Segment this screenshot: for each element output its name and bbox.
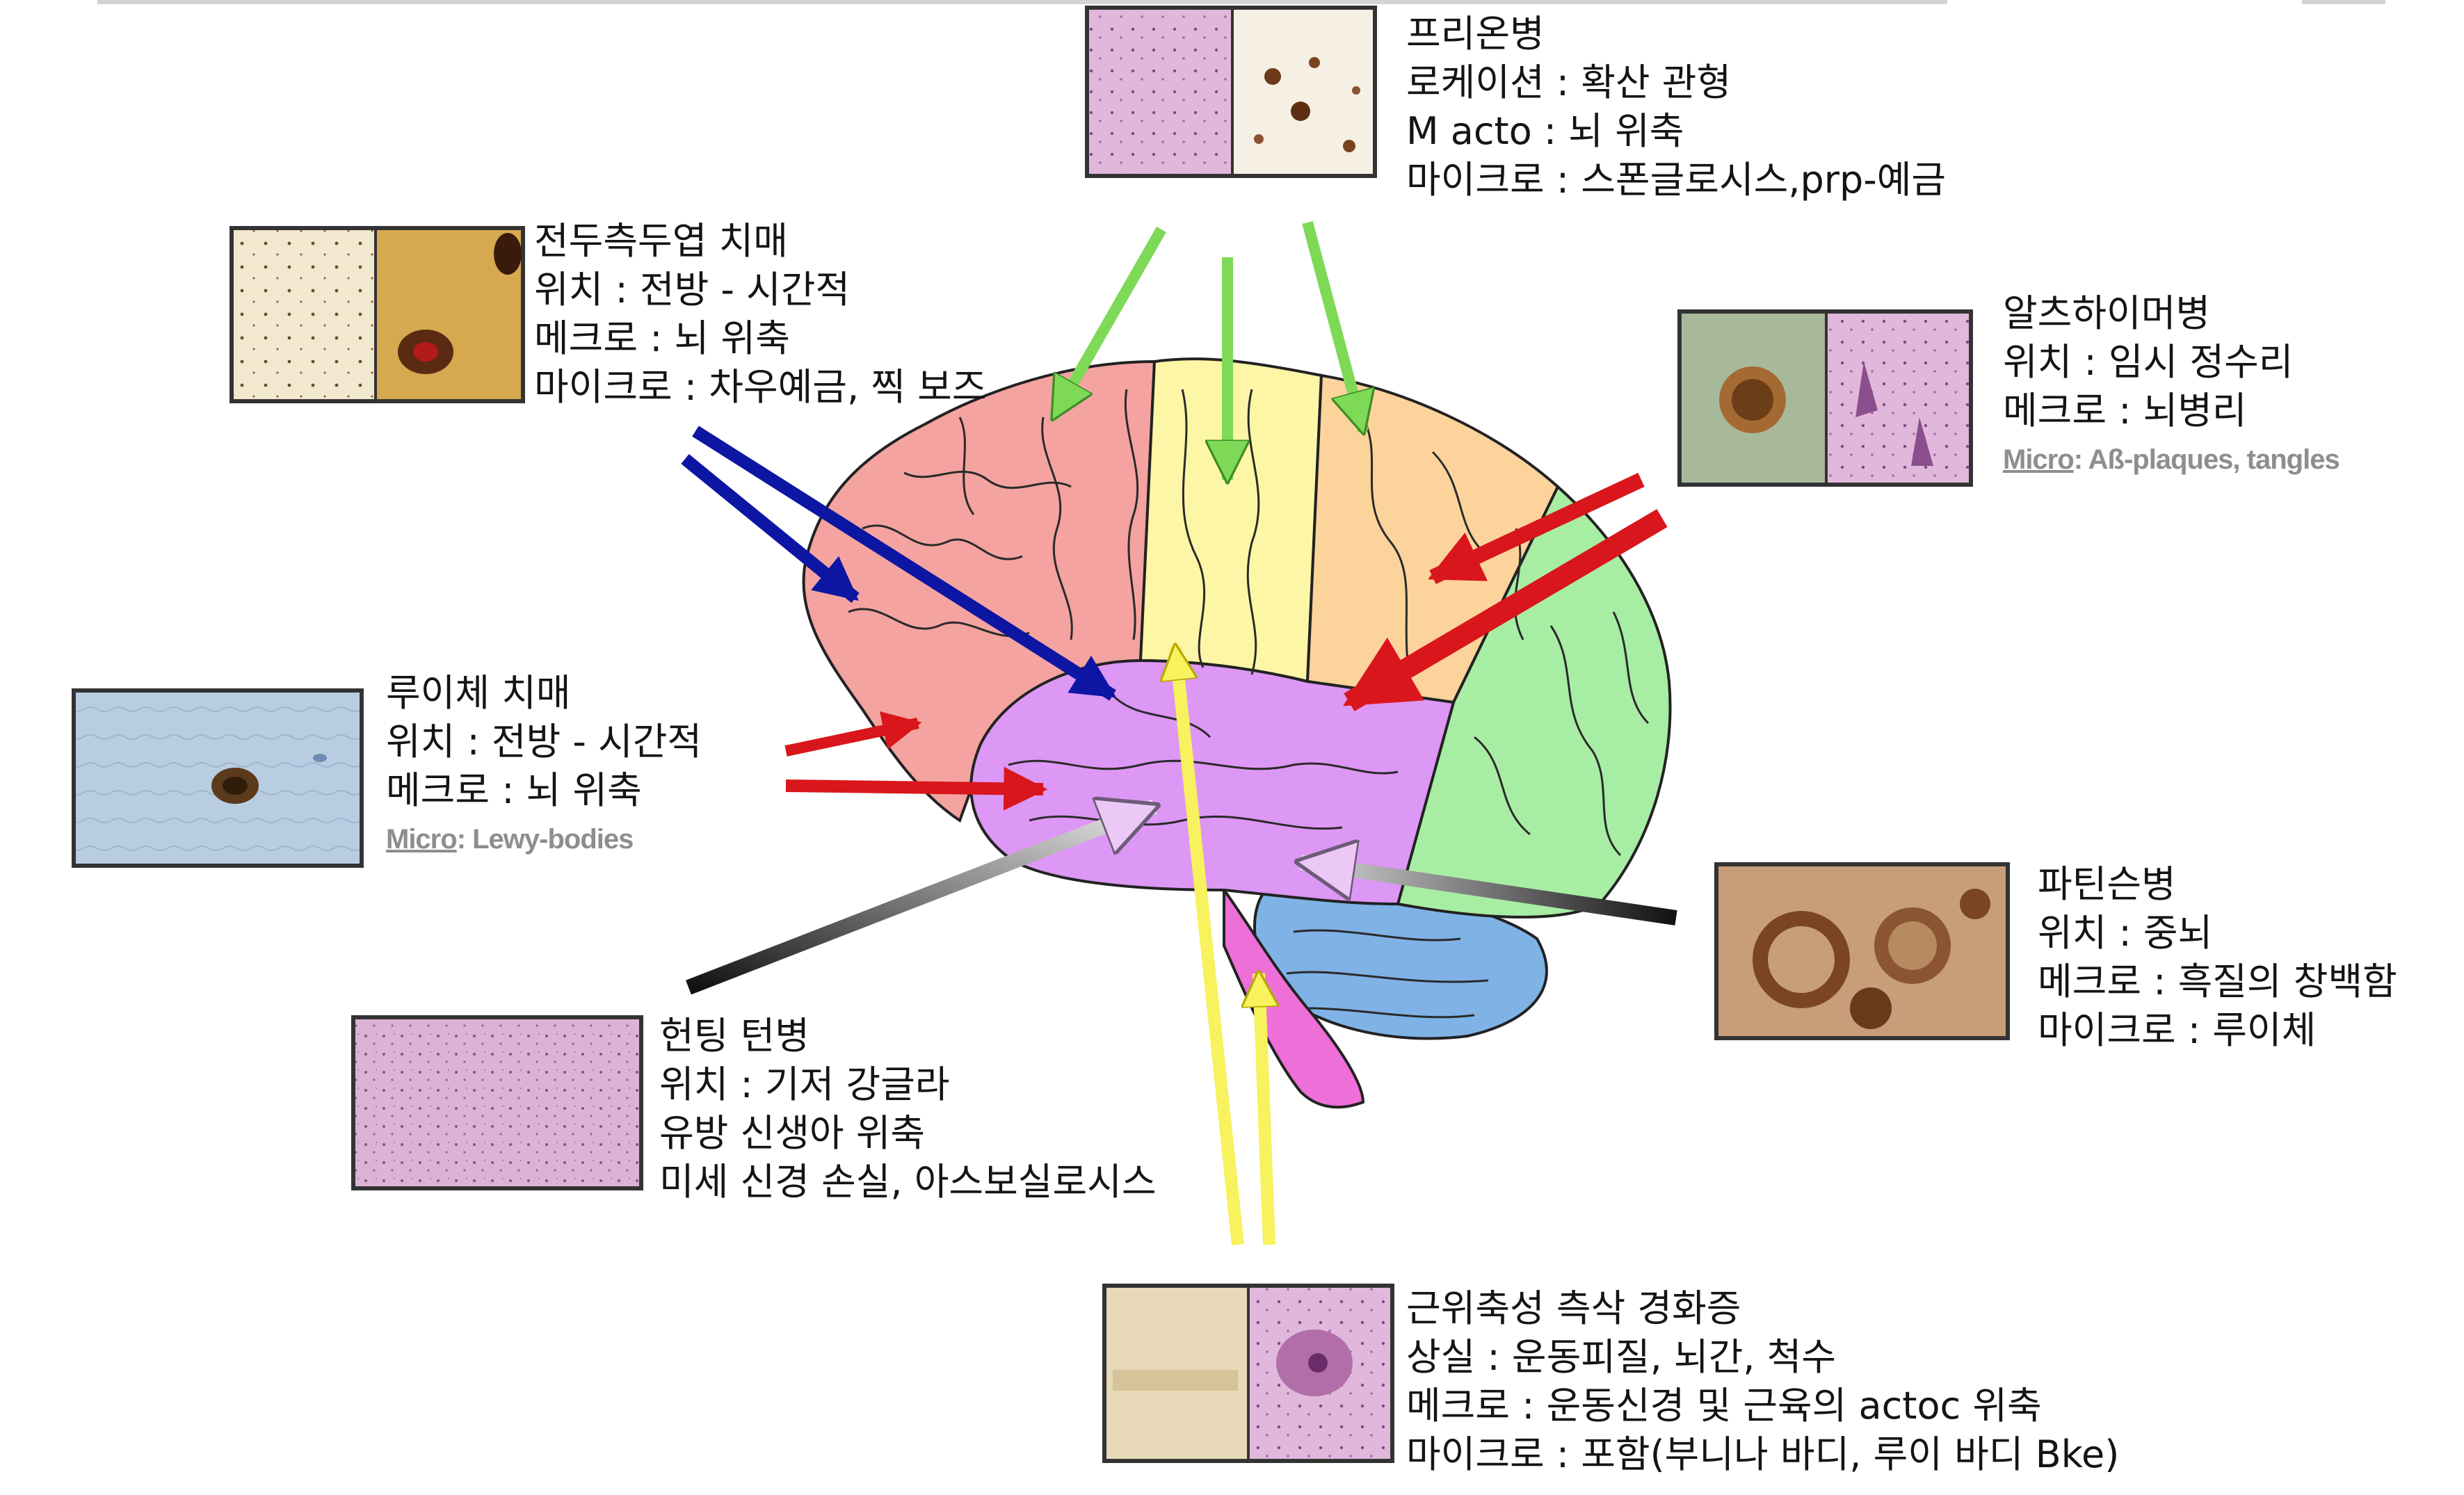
arrow-als-1 — [1175, 647, 1244, 1245]
als-title: 근위축성 측삭 경화증 — [1406, 1286, 1741, 1330]
alzheimer-micro-text: : Aß-plaques, tangles — [2073, 444, 2340, 475]
als-micro: 마이크로 : 포함(부니나 바디, 루이 바디 Bke) — [1406, 1432, 2120, 1476]
prion-macro: M acto : 뇌 위축 — [1406, 109, 1684, 153]
als-label: 근위축성 측삭 경화증 상실 : 운동피질, 뇌간, 척수 메크로 : 운동신경… — [1406, 1284, 2119, 1479]
als-location: 상실 : 운동피질, 뇌간, 척수 — [1406, 1335, 1836, 1379]
arrow-prion-1 — [1049, 227, 1166, 417]
alzheimer-macro: 메크로 : 뇌병리 — [2003, 389, 2247, 433]
lewy-micro-text: : Lewy-bodies — [456, 824, 634, 855]
prion-label: 프리온병 로케이션 : 확산 관형 M acto : 뇌 위축 마이크로 : 스… — [1406, 10, 1946, 204]
parkinson-macro: 메크로 : 흑질의 창백함 — [2038, 960, 2397, 1003]
ftd-micrograph — [230, 226, 525, 403]
ftd-micro: 마이크로 : 차우예금, 찍 보즈 — [534, 365, 987, 409]
occipital-lobe-region — [1396, 484, 1672, 919]
arrow-prion-3 — [1302, 220, 1363, 431]
alzheimer-micro-label: Micro — [2003, 444, 2075, 475]
prion-micro: 마이크로 : 스폰글로시스,prp-예금 — [1406, 158, 1947, 202]
prion-location: 로케이션 : 확산 관형 — [1406, 60, 1732, 104]
prion-title: 프리온병 — [1406, 12, 1545, 56]
parkinson-location: 위치 : 중뇌 — [2038, 911, 2213, 955]
arrow-lewy-2 — [785, 766, 1048, 811]
lewy-location: 위치 : 전방 - 시간적 — [386, 720, 702, 763]
alzheimer-micro: Micro: Aß-plaques, tangles — [2003, 435, 2340, 484]
huntington-micrograph — [351, 1015, 643, 1190]
alzheimer-label: 알츠하이머병 위치 : 임시 정수리 메크로 : 뇌병리 Micro: Aß-p… — [2003, 289, 2340, 484]
arrow-ftd-2 — [681, 454, 860, 603]
lewy-micro: Micro: Lewy-bodies — [386, 815, 702, 864]
als-micrograph — [1102, 1284, 1394, 1463]
arrow-als-2 — [1259, 973, 1269, 1245]
parkinson-label: 파틴슨병 위치 : 중뇌 메크로 : 흑질의 창백함 마이크로 : 루이체 — [2038, 860, 2397, 1055]
brain-illustration — [802, 357, 1672, 1109]
ftd-label: 전두측두엽 치매 위치 : 전방 - 시간적 메크로 : 뇌 위축 마이크로 :… — [534, 217, 987, 412]
lewy-label: 루이체 치매 위치 : 전방 - 시간적 메크로 : 뇌 위축 Micro: L… — [386, 669, 702, 864]
arrow-huntington — [686, 807, 1154, 995]
parkinson-micrograph — [1714, 862, 2010, 1040]
lewy-micrograph — [72, 688, 364, 868]
prion-micrograph — [1085, 6, 1377, 178]
ftd-macro: 메크로 : 뇌 위축 — [534, 316, 790, 360]
arrow-parkinson — [1301, 862, 1677, 926]
arrow-ad-1 — [1428, 473, 1645, 584]
alzheimer-title: 알츠하이머병 — [2003, 291, 2211, 335]
parkinson-micro: 마이크로 : 루이체 — [2038, 1008, 2317, 1052]
top-border-left — [97, 0, 1947, 4]
huntington-title: 헌팅 턴병 — [659, 1014, 810, 1058]
ftd-location: 위치 : 전방 - 시간적 — [534, 268, 851, 312]
alzheimer-micrograph — [1677, 309, 1973, 487]
huntington-label: 헌팅 턴병 위치 : 기저 강글라 유방 신생아 위축 미세 신경 손실, 아스… — [659, 1012, 1157, 1206]
top-border-right — [2302, 0, 2385, 4]
arrows — [681, 220, 1677, 1245]
alzheimer-location: 위치 : 임시 정수리 — [2003, 340, 2294, 384]
huntington-macro: 유방 신생아 위축 — [659, 1111, 926, 1155]
lewy-title: 루이체 치매 — [386, 671, 571, 715]
parkinson-title: 파틴슨병 — [2038, 862, 2176, 906]
arrow-lewy-1 — [784, 711, 922, 757]
lewy-micro-label: Micro — [386, 824, 458, 855]
arrow-ad-2 — [1342, 509, 1668, 711]
als-macro: 메크로 : 운동신경 및 근육의 actoc 위축 — [1406, 1384, 2042, 1428]
ftd-title: 전두측두엽 치매 — [534, 219, 788, 263]
huntington-location: 위치 : 기저 강글라 — [659, 1062, 950, 1106]
arrow-ftd-1 — [692, 426, 1117, 701]
huntington-micro: 미세 신경 손실, 아스보실로시스 — [659, 1160, 1157, 1204]
lewy-macro: 메크로 : 뇌 위축 — [386, 768, 642, 812]
